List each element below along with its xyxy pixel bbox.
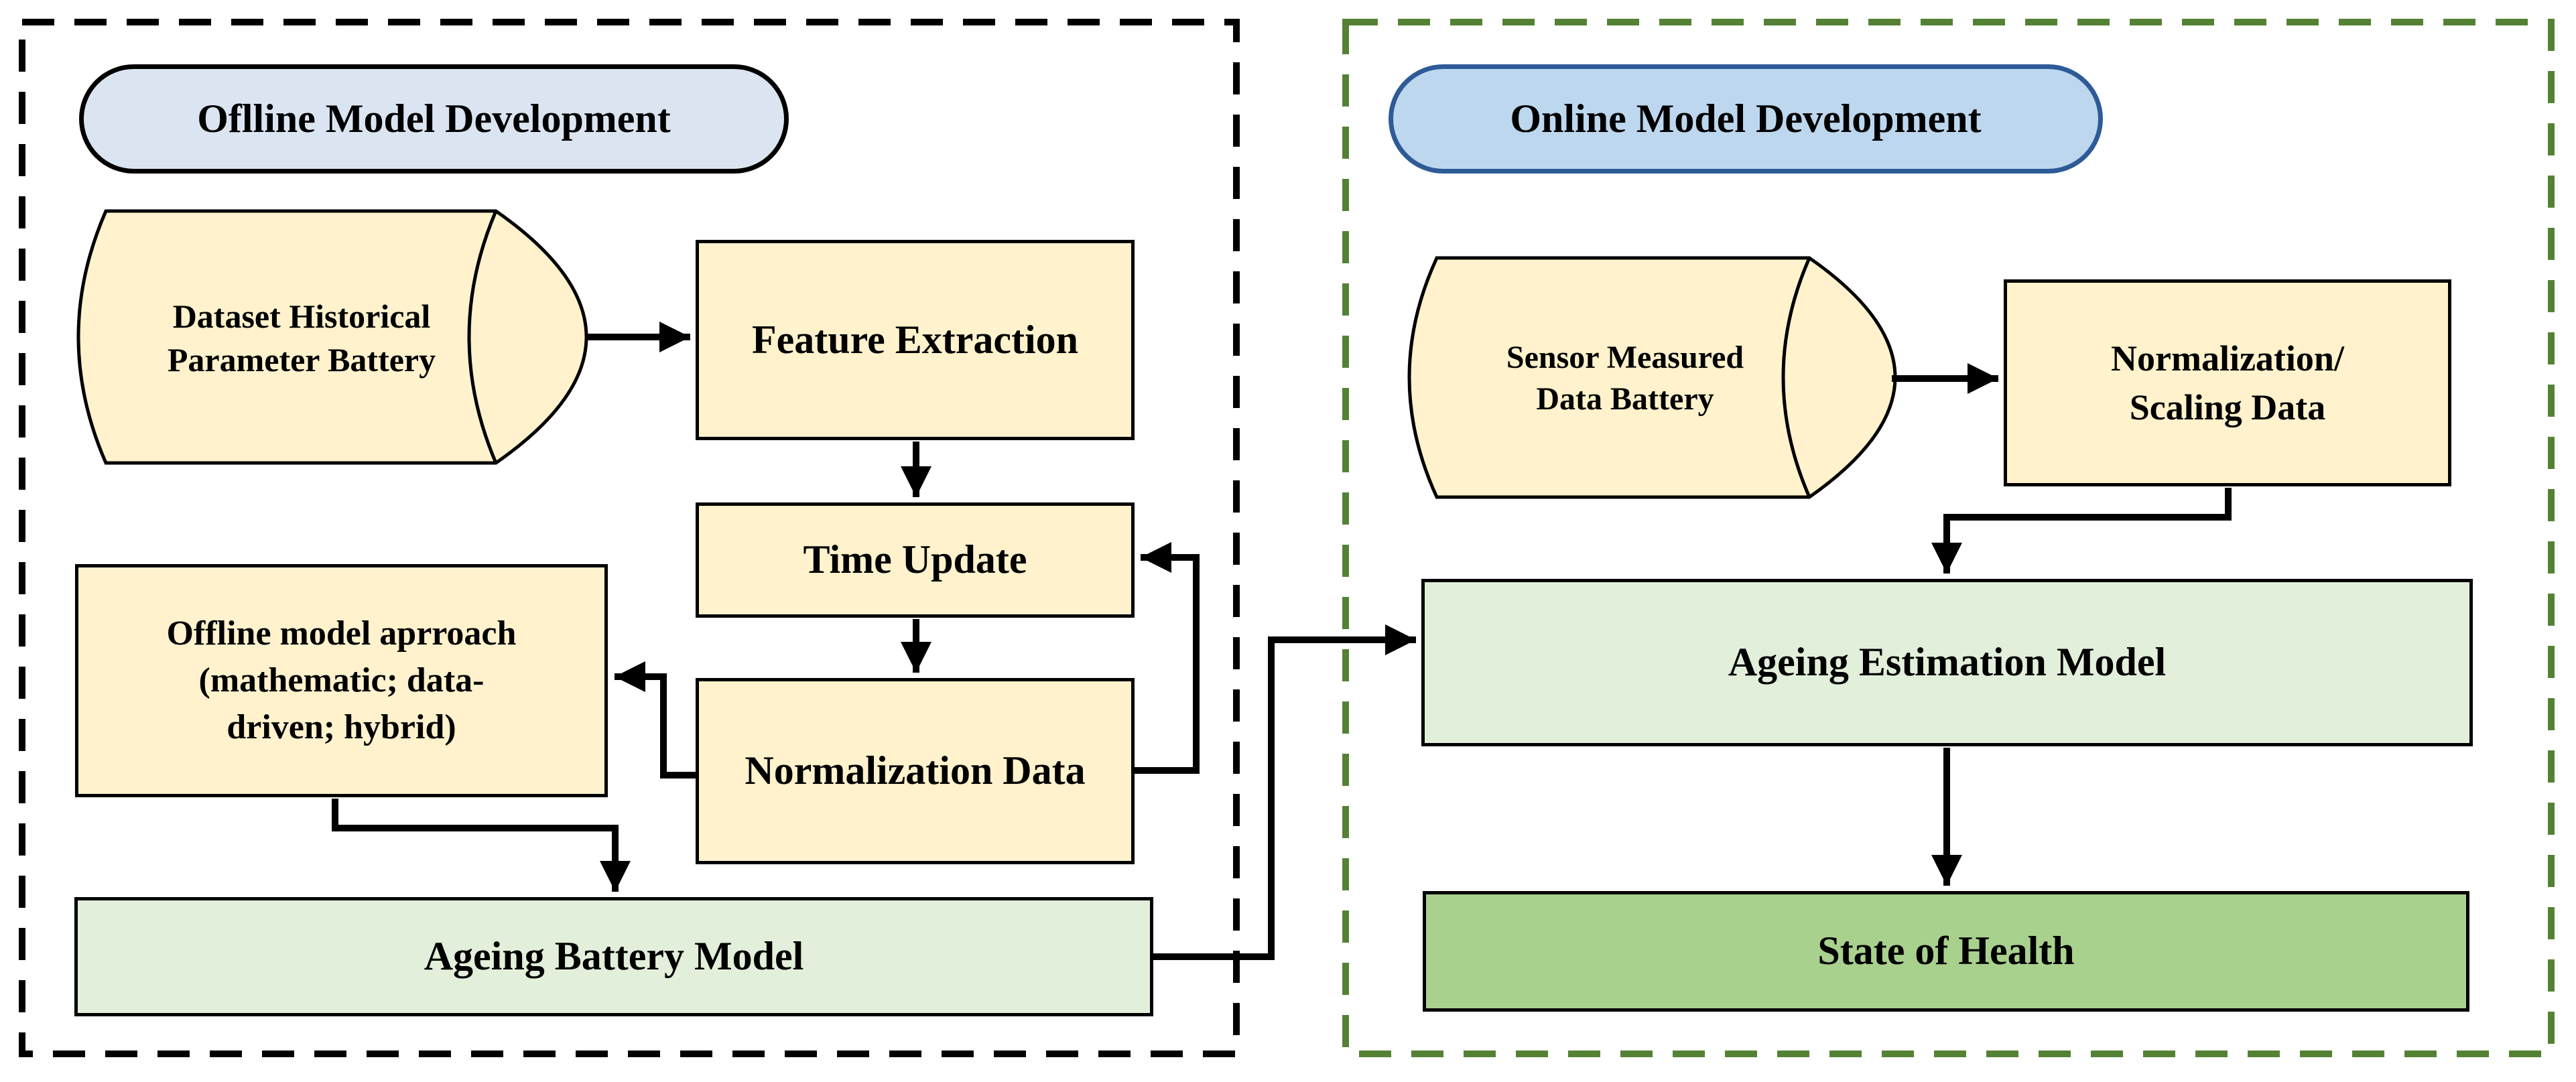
online-sensor-cylinder-seam <box>1781 257 1811 498</box>
offline-dataset-cylinder-seam <box>467 210 498 464</box>
feature-extraction-box: Feature Extraction <box>696 240 1135 440</box>
normalization-data-label: Normalization Data <box>745 748 1086 793</box>
offline-model-approach-box: Offline model aprroach (mathematic; data… <box>75 564 608 797</box>
time-update-label: Time Update <box>803 537 1027 582</box>
ageing-estimation-model-label: Ageing Estimation Model <box>1728 640 2167 685</box>
online-sensor-cylinder-label: Sensor Measured Data Battery <box>1441 308 1809 449</box>
offline-dataset-cylinder-label: Dataset Historical Parameter Battery <box>107 268 496 409</box>
connector-ageing-battery-model-to-ageing-estimation-model <box>1153 624 1417 960</box>
offline-panel-title-label: Oflline Model Development <box>197 96 671 141</box>
offline-panel-title: Oflline Model Development <box>79 64 789 174</box>
offline-panel-border <box>19 19 1240 1057</box>
normalization-scaling-line1: Normalization/ <box>2111 338 2344 379</box>
ageing-battery-model-label: Ageing Battery Model <box>424 934 804 979</box>
offline-cylinder-line2: Parameter Battery <box>167 341 436 379</box>
state-of-health-box: State of Health <box>1423 891 2469 1012</box>
ageing-estimation-model-box: Ageing Estimation Model <box>1421 579 2473 746</box>
online-cylinder-line1: Sensor Measured <box>1506 339 1744 375</box>
connector-normalization-data-to-offline-approach <box>614 661 696 779</box>
time-update-box: Time Update <box>696 502 1135 618</box>
offline-model-approach-line1: Offline model aprroach <box>166 614 517 653</box>
normalization-scaling-box: Normalization/ Scaling Data <box>2004 279 2451 486</box>
online-panel-title: Online Model Development <box>1389 64 2103 174</box>
offline-cylinder-line1: Dataset Historical <box>172 297 431 335</box>
offline-model-approach-line3: driven; hybrid) <box>227 708 456 747</box>
offline-dataset-cylinder <box>76 209 588 465</box>
state-of-health-label: State of Health <box>1817 929 2075 973</box>
normalization-scaling-line2: Scaling Data <box>2129 387 2326 427</box>
connector-offline-approach-to-ageing-battery-model <box>332 799 631 892</box>
feature-extraction-label: Feature Extraction <box>751 317 1079 362</box>
ageing-battery-model-box: Ageing Battery Model <box>74 897 1153 1016</box>
connector-normalization-scaling-to-ageing-estimation <box>1931 488 2232 574</box>
connector-normalization-data-to-time-update-feedback <box>1135 541 1200 774</box>
online-panel-border <box>1342 19 2555 1057</box>
normalization-data-box: Normalization Data <box>696 678 1135 864</box>
online-cylinder-line2: Data Battery <box>1536 381 1714 417</box>
online-panel-title-label: Online Model Development <box>1510 96 1982 141</box>
offline-model-approach-line2: (mathematic; data- <box>198 661 485 699</box>
online-sensor-cylinder <box>1407 256 1897 499</box>
